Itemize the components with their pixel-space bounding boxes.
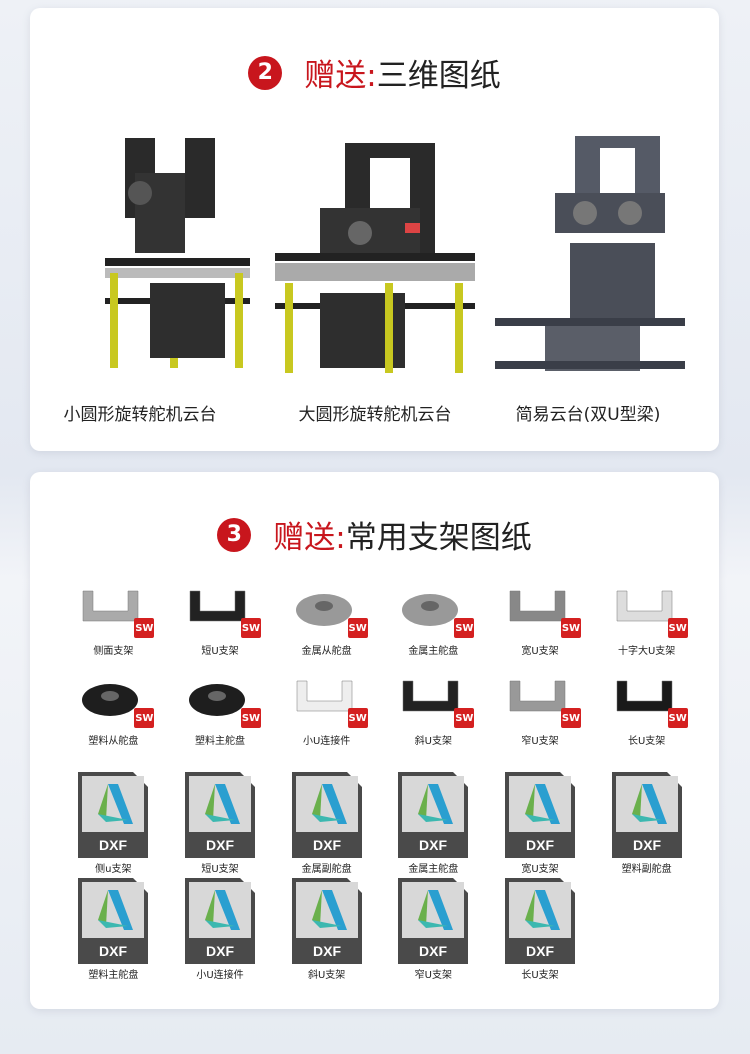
sw-file-item[interactable]: SW 长U支架 [593, 666, 700, 756]
svg-text:DXF: DXF [206, 943, 234, 959]
solidworks-icon: SW [134, 708, 155, 728]
svg-text:DXF: DXF [633, 837, 661, 853]
robot-label: 小圆形旋转舵机云台 [63, 405, 217, 425]
sw-file-item[interactable]: SW 宽U支架 [487, 576, 594, 666]
bracket-thumbnail: SW [602, 666, 692, 728]
dxf-file-icon: DXF [78, 878, 149, 964]
robot-label: 简易云台(双U型梁) [515, 405, 661, 425]
dxf-file-item[interactable]: DXF 短U支架 [167, 772, 274, 878]
svg-text:DXF: DXF [526, 943, 554, 959]
number-badge: 2 [248, 55, 283, 90]
dxf-file-icon: DXF [184, 878, 255, 964]
dxf-file-item[interactable]: DXF 斜U支架 [273, 878, 380, 984]
bracket-thumbnail: SW [175, 576, 265, 638]
bracket-thumbnail: SW [495, 666, 585, 728]
svg-text:DXF: DXF [99, 837, 127, 853]
solidworks-icon: SW [134, 618, 155, 638]
dxf-file-grid: DXF 侧u支架 DXF 短U支架 DXF 金属副舵盘 DXF 金属主舵盘 DX… [60, 772, 700, 984]
svg-text:DXF: DXF [526, 837, 554, 853]
sw-file-item[interactable]: SW 金属主舵盘 [380, 576, 487, 666]
svg-text:DXF: DXF [419, 943, 447, 959]
solidworks-icon: SW [347, 618, 368, 638]
dxf-file-icon: DXF [611, 772, 682, 858]
solidworks-icon: SW [454, 618, 475, 638]
sw-file-item[interactable]: SW 窄U支架 [487, 666, 594, 756]
svg-text:DXF: DXF [419, 837, 447, 853]
dxf-file-item[interactable]: DXF 塑料副舵盘 [593, 772, 700, 878]
section-3d-drawings: 2 赠送: 三维图纸 小圆形旋转舵机云台 大圆形旋转舵机云台 简易云台(双U型梁… [30, 8, 719, 451]
dxf-file-item[interactable]: DXF 金属副舵盘 [273, 772, 380, 878]
solidworks-icon: SW [240, 618, 261, 638]
solidworks-icon: SW [560, 618, 581, 638]
small-round-pan-tilt-image [105, 138, 250, 368]
dxf-file-icon: DXF [291, 772, 362, 858]
solidworks-icon: SW [667, 708, 688, 728]
sw-file-item[interactable]: SW 短U支架 [167, 576, 274, 666]
sw-file-item[interactable]: SW 塑料主舵盘 [167, 666, 274, 756]
dxf-file-item[interactable]: DXF 窄U支架 [380, 878, 487, 984]
dxf-file-icon: DXF [291, 878, 362, 964]
simple-pan-tilt-image [495, 136, 685, 371]
bracket-thumbnail: SW [388, 666, 478, 728]
dxf-file-item[interactable]: DXF 长U支架 [487, 878, 594, 984]
solidworks-file-grid: SW 侧面支架 SW 短U支架 SW 金属从舵盘 SW 金属主舵盘 SW 宽U支… [60, 576, 700, 756]
bracket-thumbnail: SW [495, 576, 585, 638]
number-badge: 3 [217, 517, 252, 552]
svg-text:DXF: DXF [206, 837, 234, 853]
dxf-file-icon: DXF [398, 878, 469, 964]
bracket-thumbnail: SW [175, 666, 265, 728]
robot-label: 大圆形旋转舵机云台 [298, 405, 452, 425]
solidworks-icon: SW [560, 708, 581, 728]
bracket-thumbnail: SW [282, 666, 372, 728]
section-title: 2 赠送: 三维图纸 [30, 50, 719, 95]
bracket-thumbnail: SW [282, 576, 372, 638]
dxf-file-item[interactable]: DXF 小U连接件 [167, 878, 274, 984]
dxf-file-item[interactable]: DXF 金属主舵盘 [380, 772, 487, 878]
large-round-pan-tilt-image [275, 143, 475, 373]
solidworks-icon: SW [347, 708, 368, 728]
dxf-file-icon: DXF [504, 878, 575, 964]
sw-file-item[interactable]: SW 十字大U支架 [593, 576, 700, 666]
solidworks-icon: SW [240, 708, 261, 728]
sw-file-item[interactable]: SW 塑料从舵盘 [60, 666, 167, 756]
solidworks-icon: SW [454, 708, 475, 728]
bracket-thumbnail: SW [68, 666, 158, 728]
sw-file-item[interactable]: SW 金属从舵盘 [273, 576, 380, 666]
sw-file-item[interactable]: SW 侧面支架 [60, 576, 167, 666]
dxf-file-icon: DXF [78, 772, 149, 858]
dxf-file-item[interactable]: DXF 侧u支架 [60, 772, 167, 878]
bracket-thumbnail: SW [602, 576, 692, 638]
svg-text:DXF: DXF [313, 837, 341, 853]
bracket-thumbnail: SW [388, 576, 478, 638]
dxf-file-icon: DXF [184, 772, 255, 858]
bracket-thumbnail: SW [68, 576, 158, 638]
svg-text:DXF: DXF [99, 943, 127, 959]
dxf-file-item[interactable]: DXF 宽U支架 [487, 772, 594, 878]
dxf-file-item[interactable]: DXF 塑料主舵盘 [60, 878, 167, 984]
sw-file-item[interactable]: SW 小U连接件 [273, 666, 380, 756]
dxf-file-icon: DXF [398, 772, 469, 858]
sw-file-item[interactable]: SW 斜U支架 [380, 666, 487, 756]
section-bracket-drawings: 3 赠送: 常用支架图纸 SW 侧面支架 SW 短U支架 SW 金属从舵盘 SW… [30, 472, 719, 1009]
dxf-file-icon: DXF [504, 772, 575, 858]
svg-text:DXF: DXF [313, 943, 341, 959]
solidworks-icon: SW [667, 618, 688, 638]
section-title: 3 赠送: 常用支架图纸 [30, 512, 719, 557]
